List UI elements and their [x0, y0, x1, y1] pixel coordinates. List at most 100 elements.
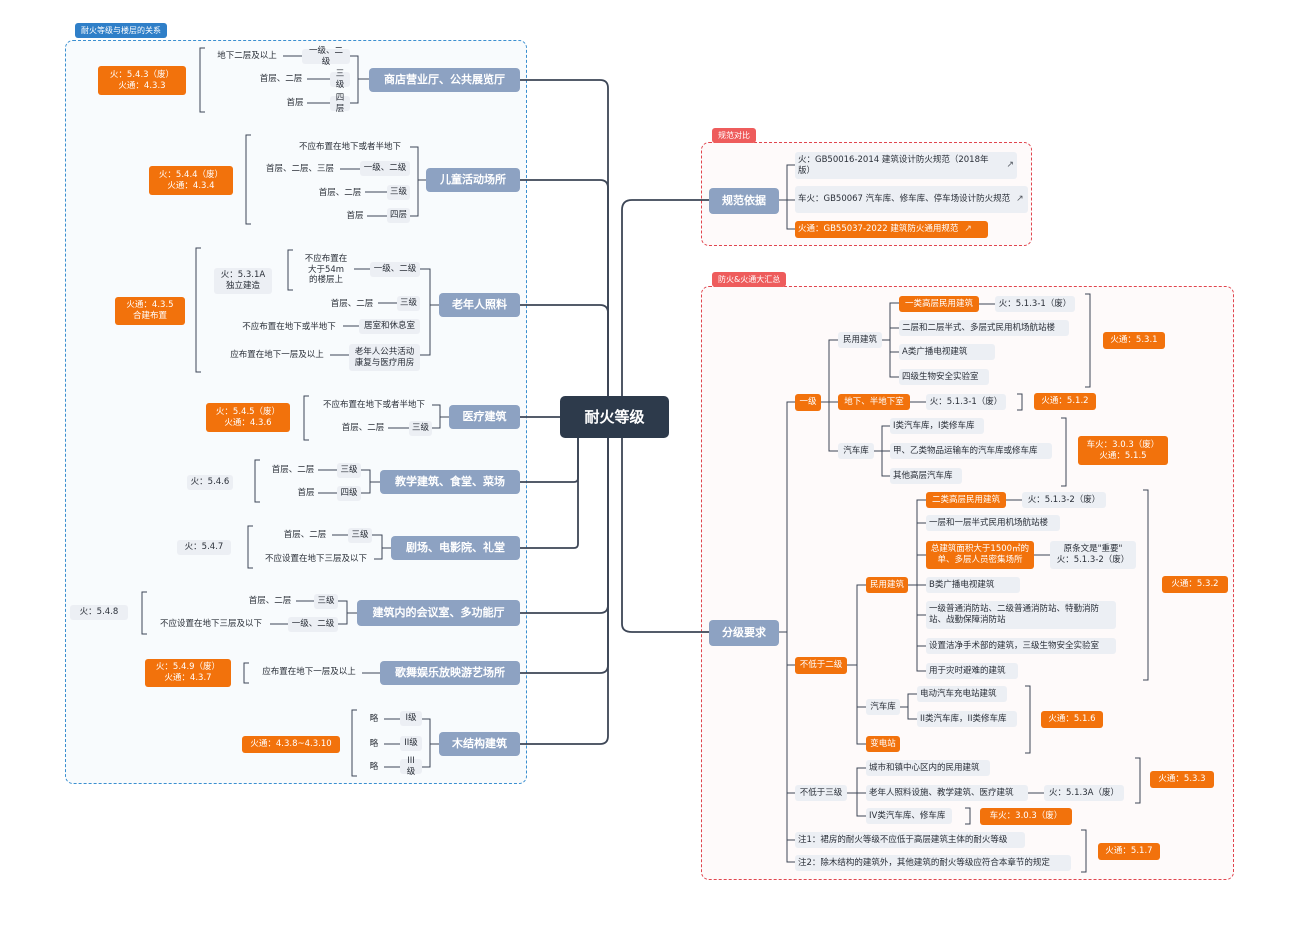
topic-child[interactable]: 儿童活动场所: [426, 168, 520, 192]
grade-medical-1[interactable]: 三级: [409, 421, 432, 436]
topic-school[interactable]: 教学建筑、食堂、菜场: [380, 470, 520, 494]
grade3-item-0[interactable]: 城市和镇中心区内的民用建筑: [866, 760, 990, 776]
topic-wood[interactable]: 木结构建筑: [439, 732, 520, 756]
grade3-item-1[interactable]: 老年人照料设施、教学建筑、医疗建筑: [866, 785, 1028, 801]
external-link-icon[interactable]: ↗: [1006, 159, 1014, 170]
condition-child-0[interactable]: 不应布置在地下或者半地下: [298, 141, 401, 152]
topic-spec[interactable]: 规范依据: [709, 188, 779, 214]
grade2-civil-6[interactable]: 用于灾时避难的建筑: [926, 663, 1018, 679]
grade1-garage-2[interactable]: 其他高层汽车库: [890, 468, 962, 484]
condition-wood-2[interactable]: 略: [369, 761, 379, 772]
grade2-civil-3[interactable]: B类广播电视建筑: [926, 577, 1020, 593]
grade2-civil-4[interactable]: 一级普通消防站、二级普通消防站、特勤消防 站、战勤保障消防站: [926, 601, 1116, 629]
grade2-substation[interactable]: 变电站: [866, 736, 900, 752]
grade1-civil-ref[interactable]: 火通：5.3.1: [1103, 332, 1165, 349]
topic-grade[interactable]: 分级要求: [709, 620, 779, 646]
condition-school-0[interactable]: 首层、二层: [271, 464, 315, 475]
ref-elderly[interactable]: 火通：4.3.5 合建布置: [115, 297, 185, 325]
note-1[interactable]: 注1：裙房的耐火等级不应低于高层建筑主体的耐火等级: [795, 832, 1025, 848]
grade1-garage-0[interactable]: I类汽车库，I类修车库: [890, 418, 984, 434]
grade-elderly-3[interactable]: 老年人公共活动 康复与医疗用房: [349, 344, 420, 371]
ref-child[interactable]: 火：5.4.4（废） 火通：4.3.4: [149, 166, 233, 195]
grade-child-3[interactable]: 四层: [387, 208, 410, 223]
condition-theater-1[interactable]: 不应设置在地下三层及以下: [264, 553, 367, 564]
grade2-civil-5[interactable]: 设置洁净手术部的建筑，三级生物安全实验室: [926, 638, 1116, 654]
condition-ktv-0[interactable]: 应布置在地下一层及以上: [262, 667, 356, 678]
condition-shop-0[interactable]: 地下二层及以上: [217, 51, 277, 62]
note-2[interactable]: 注2：除木结构的建筑外，其他建筑的耐火等级应符合本章节的规定: [795, 855, 1071, 871]
grade2-civil-sub1[interactable]: 火：5.1.3-2（废）: [1022, 492, 1106, 508]
grade1-under-ref[interactable]: 火通：5.1.2: [1034, 393, 1096, 410]
grade-meeting-0[interactable]: 三级: [314, 594, 338, 609]
grade-elderly-2[interactable]: 居室和休息室: [359, 319, 420, 334]
grade1-civil-3[interactable]: 四级生物安全实验室: [899, 369, 989, 385]
notes-ref[interactable]: 火通：5.1.7: [1098, 843, 1160, 860]
grade2-civil-0[interactable]: 二类高层民用建筑: [926, 492, 1006, 508]
ref-wood[interactable]: 火通：4.3.8~4.3.10: [242, 736, 340, 753]
condition-medical-1[interactable]: 首层、二层: [341, 422, 385, 433]
condition-child-3[interactable]: 首层: [346, 210, 364, 221]
condition-shop-2[interactable]: 首层: [286, 98, 304, 109]
condition-wood-0[interactable]: 略: [369, 713, 379, 724]
condition-meeting-1[interactable]: 不应设置在地下三层及以下: [159, 618, 262, 629]
topic-shop[interactable]: 商店营业厅、公共展览厅: [369, 68, 520, 92]
ref-ktv[interactable]: 火：5.4.9（废） 火通：4.3.7: [145, 659, 231, 687]
grade2-garage[interactable]: 汽车库: [866, 699, 900, 715]
grade1-garage-1[interactable]: 甲、乙类物品运输车的汽车库或修车库: [890, 443, 1052, 459]
grade3-sub[interactable]: 火：5.1.3A（废）: [1044, 785, 1124, 801]
grade3-ref2[interactable]: 车火：3.0.3（废）: [980, 808, 1072, 825]
topic-elderly[interactable]: 老年人照料: [439, 293, 520, 317]
root-topic[interactable]: 耐火等级: [560, 396, 669, 438]
condition-meeting-0[interactable]: 首层、二层: [248, 595, 292, 606]
condition-school-1[interactable]: 首层: [297, 487, 315, 498]
condition-elderly-2[interactable]: 不应布置在地下或半地下: [242, 321, 336, 332]
grade2-label[interactable]: 不低于二级: [795, 657, 847, 674]
ref-shop[interactable]: 火：5.4.3（废） 火通：4.3.3: [98, 66, 186, 95]
topic-medical[interactable]: 医疗建筑: [449, 405, 520, 429]
grade1-civil-0[interactable]: 一类高层民用建筑: [899, 296, 979, 312]
grade2-garage-1[interactable]: II类汽车库，II类修车库: [917, 711, 1017, 727]
grade-meeting-1[interactable]: 一级、二级: [288, 617, 338, 632]
grade-child-2[interactable]: 三级: [387, 185, 410, 200]
grade3-ref[interactable]: 火通：5.3.3: [1150, 771, 1214, 788]
grade-school-0[interactable]: 三级: [337, 463, 361, 478]
topic-theater[interactable]: 剧场、电影院、礼堂: [391, 536, 520, 560]
ref-medical[interactable]: 火：5.4.5（废） 火通：4.3.6: [206, 403, 290, 432]
grade-wood-2[interactable]: III级: [400, 756, 422, 777]
spec-item-1[interactable]: 车火：GB50067 汽车库、修车库、停车场设计防火规范↗: [795, 186, 1028, 213]
grade2-garage-ref[interactable]: 火通：5.1.6: [1041, 711, 1103, 728]
condition-child-1[interactable]: 首层、二层、三层: [265, 163, 334, 174]
ref-school[interactable]: 火：5.4.6: [187, 475, 233, 490]
grade1-label[interactable]: 一级: [795, 394, 821, 411]
grade1-civil-2[interactable]: A类广播电视建筑: [899, 344, 995, 360]
grade-elderly-1[interactable]: 三级: [397, 296, 420, 311]
grade-school-1[interactable]: 四级: [337, 486, 361, 501]
condition-wood-1[interactable]: 略: [369, 738, 379, 749]
spec-item-2[interactable]: 火通：GB55037-2022 建筑防火通用规范↗: [795, 221, 988, 238]
topic-meeting[interactable]: 建筑内的会议室、多功能厅: [357, 600, 520, 626]
spec-item-0[interactable]: 火：GB50016-2014 建筑设计防火规范（2018年版）↗: [795, 152, 1017, 179]
condition-child-2[interactable]: 首层、二层: [318, 187, 362, 198]
grade-elderly-0[interactable]: 一级、二级: [370, 262, 420, 277]
grade1-under[interactable]: 地下、半地下室: [838, 394, 910, 410]
condition-elderly-1[interactable]: 首层、二层: [330, 298, 374, 309]
note-elderly[interactable]: 火：5.3.1A 独立建造: [214, 268, 272, 294]
grade3-item-2[interactable]: IV类汽车库、修车库: [866, 808, 952, 824]
grade2-civil-ref[interactable]: 火通：5.3.2: [1162, 576, 1228, 593]
grade1-garage-ref[interactable]: 车火：3.0.3（废） 火通：5.1.5: [1078, 436, 1168, 465]
grade1-civil[interactable]: 民用建筑: [838, 332, 882, 348]
grade-theater-0[interactable]: 三级: [348, 528, 372, 543]
grade-wood-0[interactable]: I级: [400, 711, 422, 726]
grade-shop-2[interactable]: 四层: [330, 93, 350, 114]
condition-elderly-3[interactable]: 应布置在地下一层及以上: [230, 349, 324, 360]
external-link-icon[interactable]: ↗: [964, 223, 972, 234]
grade1-under-sub[interactable]: 火：5.1.3-1（废）: [926, 394, 1006, 410]
condition-theater-0[interactable]: 首层、二层: [283, 529, 327, 540]
grade3-label[interactable]: 不低于三级: [795, 785, 847, 801]
grade2-civil[interactable]: 民用建筑: [866, 577, 908, 593]
grade1-civil-1[interactable]: 二层和二层半式、多层式民用机场航站楼: [899, 320, 1069, 336]
grade2-civil-sub2[interactable]: 原条文是"重要" 火：5.1.3-2（废）: [1050, 541, 1136, 569]
grade-child-1[interactable]: 一级、二级: [360, 161, 410, 176]
condition-shop-1[interactable]: 首层、二层: [259, 74, 303, 85]
grade-wood-1[interactable]: II级: [400, 736, 422, 751]
